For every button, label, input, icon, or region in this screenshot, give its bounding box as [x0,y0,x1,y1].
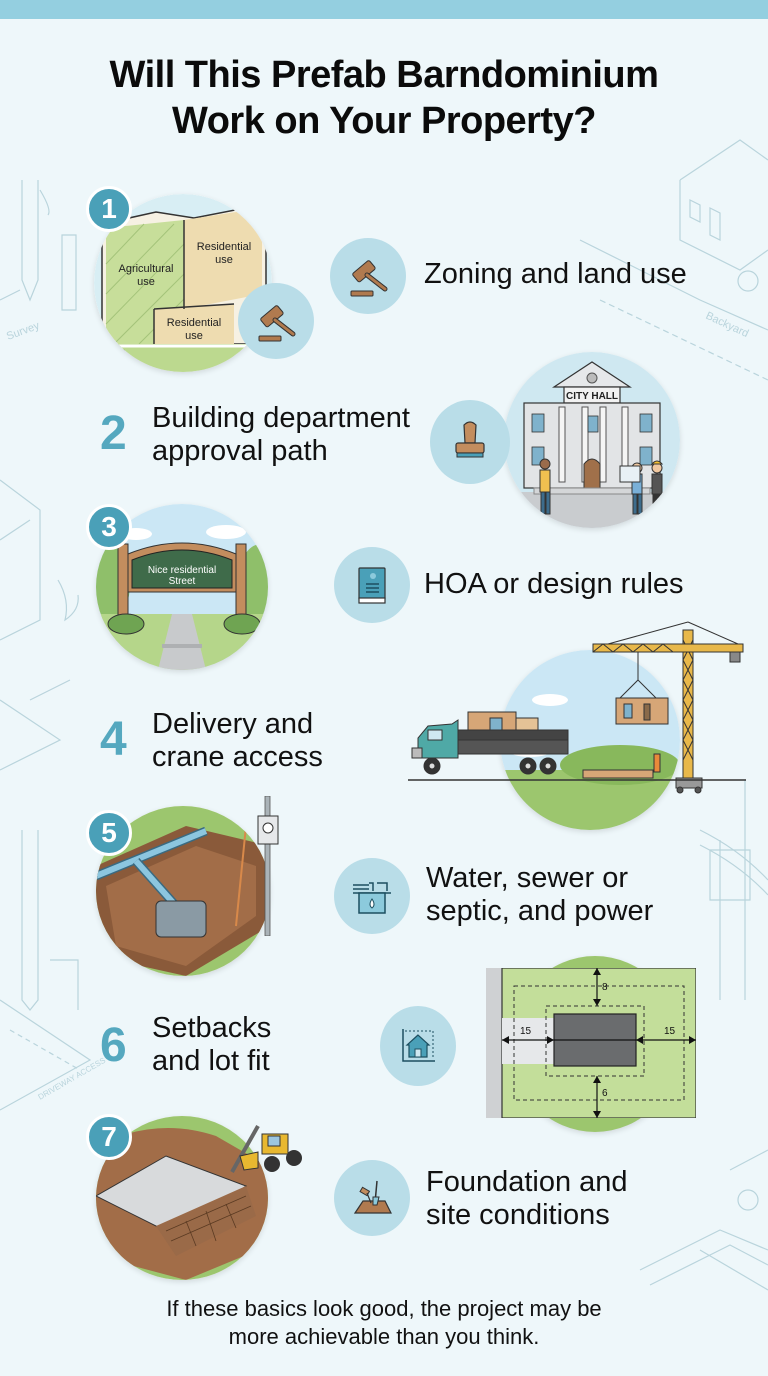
septic-tank-icon [353,882,391,914]
item-5-label: Water, sewer or septic, and power [426,862,654,927]
top-accent-bar [0,0,768,19]
shovel-dirt-icon [353,1180,392,1214]
item-3-label: HOA or design rules [424,568,684,600]
step-number-6: 6 [100,1019,127,1072]
stamp-icon [455,421,485,458]
svg-text:Backyard: Backyard [704,310,751,340]
shovel-icon-circle [334,1160,410,1236]
house-plan-icon [402,1029,435,1062]
house-plan-icon-circle [380,1006,456,1086]
svg-text:Residential: Residential [197,241,251,253]
step-badge-3: 3 [86,504,132,550]
zoning-map-illustration: Agricultural use Residential use Residen… [94,194,272,372]
svg-text:Survey: Survey [5,320,42,343]
item-4-label: Delivery and crane access [152,708,323,773]
utility-pole-meter [257,796,279,936]
svg-text:Nice residential: Nice residential [148,565,216,576]
gavel-icon [350,260,388,297]
item-1-label: Zoning and land use [424,258,687,290]
step-number-4: 4 [100,713,127,766]
svg-text:15: 15 [664,1026,676,1037]
page-title: Will This Prefab Barndominium Work on Yo… [0,52,768,144]
svg-text:DRIVEWAY ACCESS: DRIVEWAY ACCESS [37,1056,108,1102]
step-badge-7: 7 [86,1114,132,1160]
svg-text:Agricultural: Agricultural [118,263,173,275]
step-number-2: 2 [100,407,127,460]
item-2-label: Building department approval path [152,402,410,467]
gavel-icon-small-overlay [238,283,314,359]
svg-text:Residential: Residential [167,317,221,329]
svg-text:Street: Street [169,576,196,587]
svg-text:use: use [185,330,203,342]
svg-text:use: use [137,276,155,288]
svg-text:15: 15 [520,1026,532,1037]
loader-truck [230,1125,302,1173]
svg-text:CITY HALL: CITY HALL [566,391,618,402]
step-badge-5: 5 [86,810,132,856]
footer-message: If these basics look good, the project m… [166,1296,602,1349]
gavel-icon [258,305,296,342]
title-line-2: Work on Your Property? [172,100,596,142]
truck-and-crane-illustration [408,621,746,794]
septic-icon-circle [334,858,410,934]
svg-text:8: 8 [602,982,608,993]
item-6-label: Setbacks and lot fit [152,1012,272,1077]
item-7-label: Foundation and site conditions [426,1166,628,1231]
setback-diagram: 8 6 15 15 [486,968,696,1118]
city-hall-illustration: CITY HALL [504,352,680,528]
zoning-icon-circle [330,238,406,314]
book-icon-circle [334,547,410,623]
title-line-1: Will This Prefab Barndominium [109,54,659,96]
stamp-icon-circle [430,400,510,484]
svg-text:6: 6 [602,1088,608,1099]
step-badge-1: 1 [86,186,132,232]
book-icon [358,567,386,604]
svg-text:use: use [215,254,233,266]
